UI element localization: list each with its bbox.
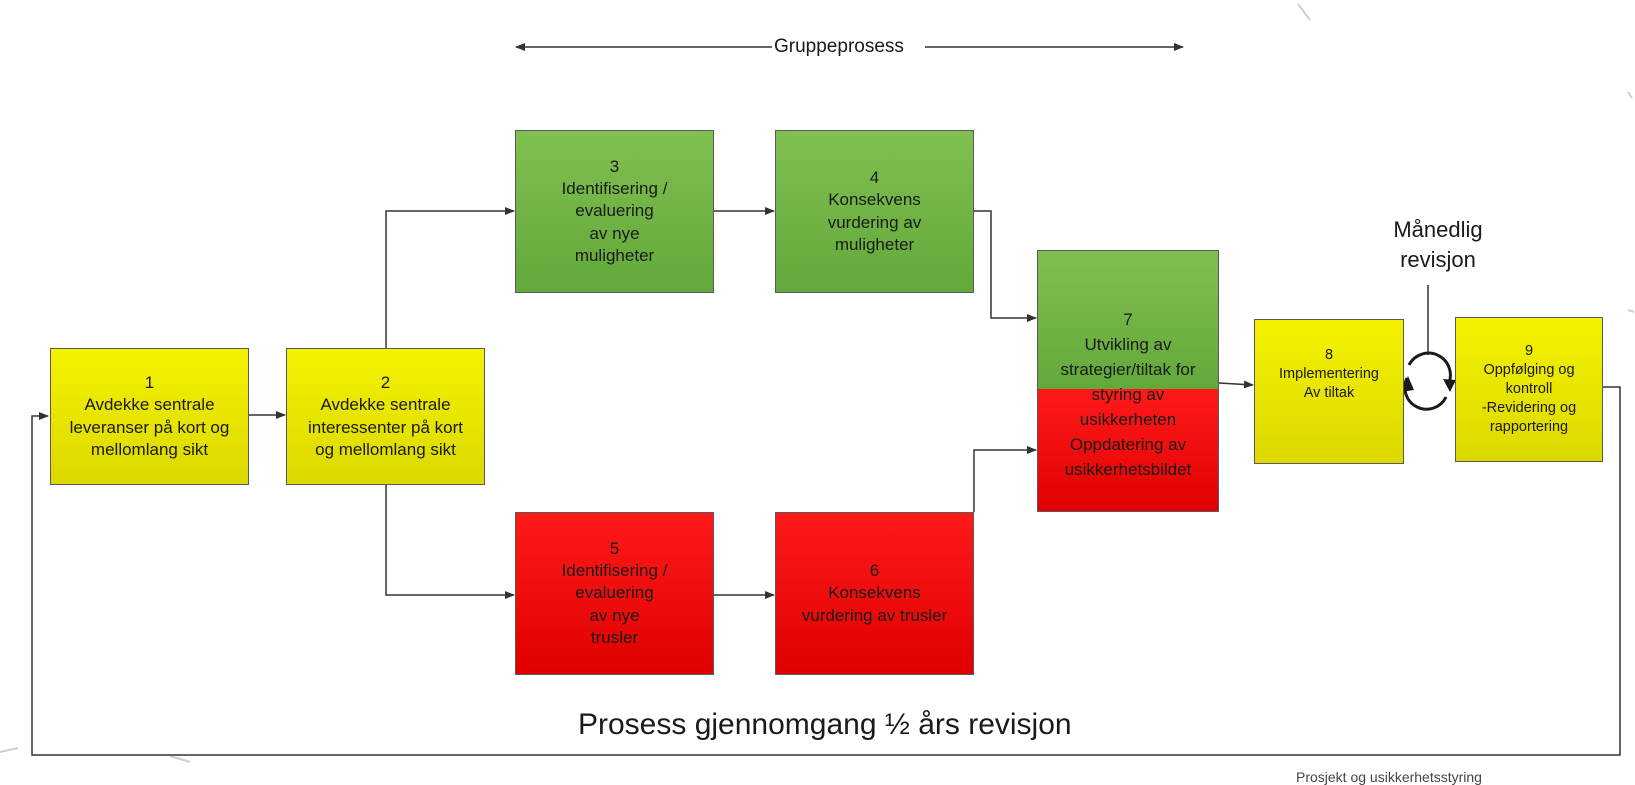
step-5-line-4: trusler <box>590 627 639 647</box>
connector-2-3 <box>385 207 515 348</box>
connector-4-7 <box>974 210 1037 322</box>
footer-partial-text: Prosjekt og usikkerhetsstyring <box>1296 769 1482 785</box>
step-3-box: 3 Identifisering / evaluering av nye mul… <box>515 130 714 293</box>
monthly-revision-line-1: Månedlig <box>1393 217 1483 242</box>
step-7-box: 7 Utvikling av strategier/tiltak for sty… <box>1037 250 1219 512</box>
monthly-revision-label: Månedlig revisjon <box>1378 215 1498 275</box>
step-2-line-1: Avdekke sentrale <box>320 395 451 415</box>
step-7-number: 7 <box>1123 310 1133 329</box>
connector-7-8 <box>1218 380 1254 389</box>
step-4-line-1: Konsekvens <box>828 190 921 210</box>
step-2-line-2: interessenter på kort <box>308 417 463 437</box>
step-9-line-1: Oppfølging og <box>1483 362 1575 379</box>
step-9-line-4: rapportering <box>1489 418 1569 435</box>
step-6-box: 6 Konsekvens vurdering av trusler <box>775 512 974 675</box>
step-7-line-1: Utvikling av <box>1084 335 1172 354</box>
step-6-line-2: vurdering av trusler <box>801 605 948 625</box>
half-year-revision-label: Prosess gjennomgang ½ års revisjon <box>578 708 1072 741</box>
step-1-line-3: mellomlang sikt <box>90 439 209 459</box>
step-8-line-2: Av tiltak <box>1303 384 1355 401</box>
step-1-box: 1 Avdekke sentrale leveranser på kort og… <box>50 348 249 485</box>
step-7-green-half <box>1038 251 1218 389</box>
step-3-line-1: Identifisering / <box>561 179 668 199</box>
step-5-line-1: Identifisering / <box>561 561 668 581</box>
feedback-loop <box>31 386 1621 756</box>
step-6-number: 6 <box>869 561 880 581</box>
step-5-number: 5 <box>609 539 620 559</box>
step-3-line-3: av nye <box>589 223 640 243</box>
step-2-number: 2 <box>380 373 391 393</box>
monthly-revision-line-2: revisjon <box>1400 247 1476 272</box>
step-4-box: 4 Konsekvens vurdering av muligheter <box>775 130 974 293</box>
step-7-line-3: styring av <box>1091 385 1165 404</box>
cycle-arrows-icon <box>1401 351 1456 411</box>
step-6-line-1: Konsekvens <box>828 583 921 603</box>
step-7-line-2: strategier/tiltak for <box>1060 360 1196 379</box>
step-1-line-2: leveranser på kort og <box>69 417 230 437</box>
step-1-number: 1 <box>144 373 155 393</box>
step-4-line-3: muligheter <box>834 234 915 254</box>
step-9-line-2: kontroll <box>1505 381 1553 398</box>
step-4-line-2: vurdering av <box>827 212 922 232</box>
step-7-red-half <box>1038 389 1218 511</box>
step-9-line-3: -Revidering og <box>1481 399 1577 416</box>
step-5-line-3: av nye <box>589 605 640 625</box>
step-7-line-4: usikkerheten <box>1079 410 1177 429</box>
step-4-number: 4 <box>869 168 880 188</box>
decorative-marks <box>0 3 1635 763</box>
connector-2-5 <box>385 485 515 599</box>
step-8-line-1: Implementering <box>1279 365 1379 382</box>
step-2-box: 2 Avdekke sentrale interessenter på kort… <box>286 348 485 485</box>
step-8-number: 8 <box>1324 347 1334 363</box>
step-3-number: 3 <box>609 157 620 177</box>
connector-6-7 <box>973 446 1037 512</box>
step-5-line-2: evaluering <box>575 583 654 603</box>
step-5-box: 5 Identifisering / evaluering av nye tru… <box>515 512 714 675</box>
step-3-line-4: muligheter <box>574 245 655 265</box>
step-9-box: 9 Oppfølging og kontroll -Revidering og … <box>1455 317 1603 462</box>
step-7-line-6: usikkerhetsbildet <box>1064 460 1192 479</box>
step-1-line-1: Avdekke sentrale <box>84 395 215 415</box>
step-7-line-5: Oppdatering av <box>1069 435 1187 454</box>
step-9-number: 9 <box>1524 343 1534 360</box>
step-2-line-3: og mellomlang sikt <box>315 439 456 459</box>
step-8-box: 8 Implementering Av tiltak <box>1254 319 1404 464</box>
step-3-line-2: evaluering <box>575 201 654 221</box>
gruppeprosess-label: Gruppeprosess <box>772 36 906 58</box>
